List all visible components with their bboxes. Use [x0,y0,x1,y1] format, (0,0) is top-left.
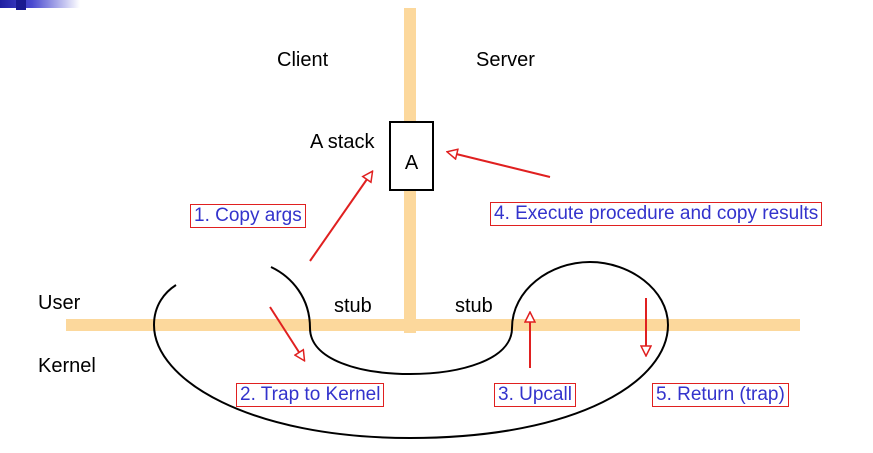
copy-args-arrow [309,172,372,262]
slide-corner-square [16,0,26,10]
trap-arrow [269,306,304,360]
stub-right-label: stub [455,295,493,317]
step-execute: 4. Execute procedure and copy results [490,202,823,226]
client-label: Client [277,49,329,71]
a-box-label: A [405,152,419,174]
left-stub-curve [270,266,513,376]
execute-arrow [448,152,551,178]
server-label: Server [476,49,535,71]
left-open-curve [152,284,669,440]
kernel-label: Kernel [38,355,96,377]
user-label: User [38,292,81,314]
user-kernel-boundary [66,319,800,331]
stub-left-label: stub [334,295,372,317]
slide-corner-decoration [0,0,80,8]
step-copy-args: 1. Copy args [190,204,306,228]
right-loop-curve [511,260,669,329]
a-stack-label: A stack [310,131,375,153]
step-return-trap: 5. Return (trap) [652,383,789,407]
step-upcall: 3. Upcall [494,383,576,407]
step-trap-to-kernel: 2. Trap to Kernel [236,383,385,407]
a-stack-box [389,121,434,191]
